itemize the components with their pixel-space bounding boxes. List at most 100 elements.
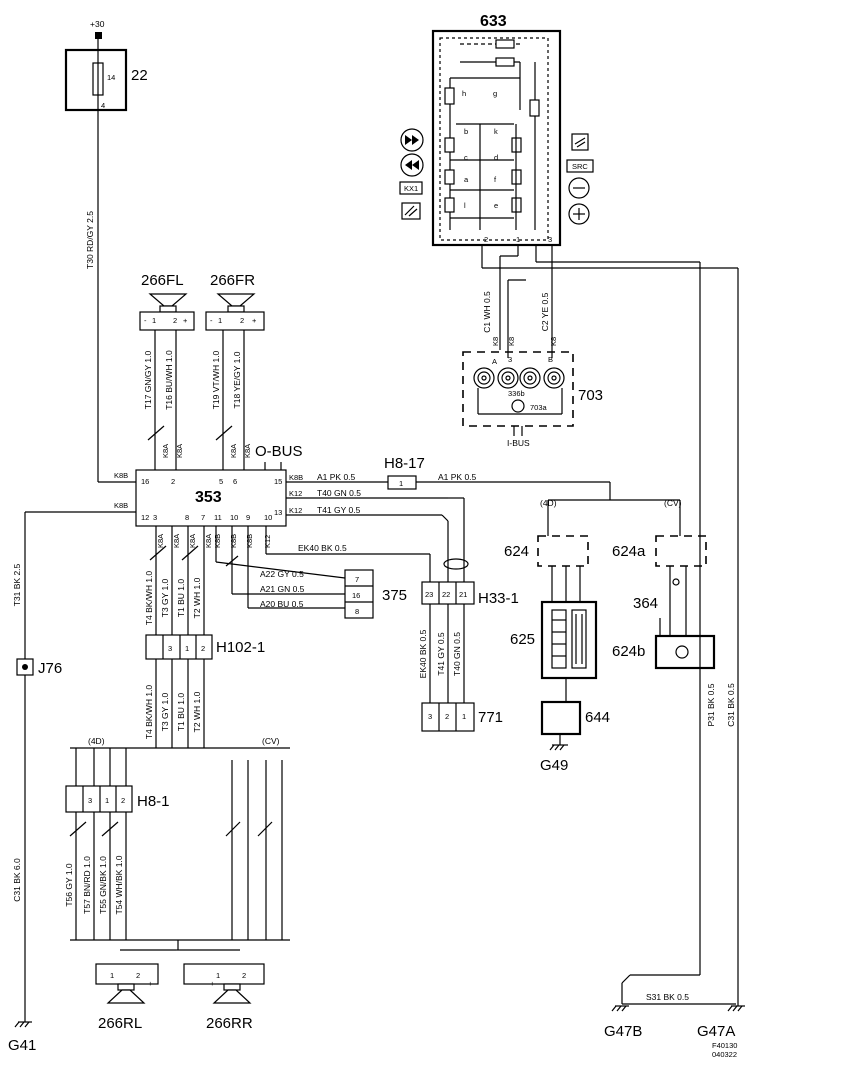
svg-text:-: - (144, 316, 147, 325)
svg-text:3: 3 (508, 355, 512, 364)
obus-label: O-BUS (255, 443, 303, 460)
svg-text:a: a (464, 175, 469, 184)
svg-text:K8B: K8B (289, 473, 303, 482)
ibus-label: I-BUS (507, 438, 530, 448)
svg-text:13: 13 (274, 508, 282, 517)
svg-text:K8A: K8A (204, 534, 213, 548)
svg-text:2: 2 (484, 235, 488, 244)
volume-up-icon (568, 203, 590, 225)
connector-h33-1-label: H33-1 (478, 590, 519, 607)
svg-text:b: b (464, 127, 468, 136)
speaker-266rl-label: 266RL (98, 1015, 142, 1032)
voice-icon (571, 133, 589, 151)
component-353 (135, 469, 287, 527)
component-624b (654, 634, 716, 670)
svg-text:K8A: K8A (229, 444, 238, 458)
wire-c2: C2 YE 0.5 (540, 292, 550, 331)
svg-text:+: + (183, 316, 188, 325)
svg-text:2: 2 (173, 316, 177, 325)
drawing-code: F40130 (712, 1041, 737, 1050)
wire-c31-right: C31 BK 0.5 (726, 683, 736, 727)
variant-4d-label: (4D) (88, 736, 105, 746)
svg-text:K8: K8 (507, 337, 516, 346)
component-375-label: 375 (382, 587, 407, 604)
svg-text:2: 2 (242, 971, 246, 980)
wire-a1: A1 PK 0.5 (317, 472, 356, 482)
wire-s31: S31 BK 0.5 (646, 992, 689, 1002)
svg-text:9: 9 (246, 513, 250, 522)
svg-text:1: 1 (516, 235, 520, 244)
svg-text:3: 3 (153, 513, 157, 522)
twisted-pair-marker (443, 558, 469, 570)
wire-t3-lower: T3 GY 1.0 (160, 692, 170, 731)
transistor-icon (511, 399, 525, 413)
svg-text:6: 6 (233, 477, 237, 486)
svg-text:+: + (252, 316, 257, 325)
svg-text:23: 23 (425, 590, 433, 599)
wire-t1-lower: T1 BU 1.0 (176, 693, 186, 732)
svg-text:K12: K12 (289, 489, 302, 498)
component-703a-label: 703a (530, 403, 548, 412)
svg-text:15: 15 (274, 477, 282, 486)
src-button (566, 159, 594, 173)
svg-text:K8A: K8A (243, 444, 252, 458)
wire-t41: T41 GY 0.5 (317, 505, 361, 515)
component-336b-label: 336b (508, 389, 525, 398)
svg-text:K8A: K8A (175, 444, 184, 458)
pin-k8b-top: K8B (114, 471, 128, 480)
svg-text:A: A (492, 357, 497, 366)
wire-t30: T30 RD/GY 2.5 (85, 211, 95, 269)
ground-symbol-g47a (727, 1005, 745, 1012)
wire-t55: T55 GN/BK 1.0 (98, 856, 108, 914)
component-703 (462, 351, 574, 427)
svg-text:K8A: K8A (161, 444, 170, 458)
wire-t2: T2 WH 1.0 (192, 577, 202, 618)
svg-text:-: - (100, 979, 103, 988)
svg-text:1: 1 (218, 316, 222, 325)
svg-text:21: 21 (459, 590, 467, 599)
svg-text:c: c (464, 153, 468, 162)
wire-t31: T31 BK 2.5 (12, 563, 22, 606)
svg-text:1: 1 (399, 479, 403, 488)
wire-t40-vertical: T40 GN 0.5 (452, 632, 462, 676)
svg-text:KX1: KX1 (404, 184, 418, 193)
ground-g47b-label: G47B (604, 1023, 642, 1040)
component-375 (344, 569, 374, 619)
fast-forward-icon (400, 128, 424, 152)
svg-text:16: 16 (352, 591, 360, 600)
kx1-button (399, 181, 423, 195)
component-624 (537, 535, 589, 567)
component-771-label: 771 (478, 709, 503, 726)
svg-text:3: 3 (428, 712, 432, 721)
speaker-266rr-icon (212, 983, 252, 1004)
variant-cv-label: (CV) (262, 736, 280, 746)
svg-text:d: d (494, 153, 498, 162)
svg-text:3: 3 (88, 796, 92, 805)
component-22-label: 22 (131, 67, 148, 84)
connector-h8-1-label: H8-1 (137, 793, 170, 810)
ground-g49-label: G49 (540, 757, 568, 774)
svg-text:g: g (493, 89, 497, 98)
wire-t4: T4 BK/WH 1.0 (144, 571, 154, 626)
svg-text:-: - (210, 316, 213, 325)
svg-text:10: 10 (230, 513, 238, 522)
wire-a1-right: A1 PK 0.5 (438, 472, 477, 482)
svg-text:2: 2 (171, 477, 175, 486)
component-703-label: 703 (578, 387, 603, 404)
svg-text:+: + (148, 979, 153, 988)
svg-text:1: 1 (152, 316, 156, 325)
phone-handset-icon (675, 645, 689, 659)
speaker-266fl-label: 266FL (141, 272, 184, 289)
svg-text:SRC: SRC (572, 162, 588, 171)
ground-g47a-label: G47A (697, 1023, 735, 1040)
svg-text:K8A: K8A (156, 534, 165, 548)
svg-text:K8B: K8B (245, 534, 254, 548)
wire-a22: A22 GY 0.5 (260, 569, 304, 579)
svg-text:1: 1 (105, 796, 109, 805)
wire-t19: T19 VT/WH 1.0 (211, 350, 221, 409)
speaker-266rl-icon (106, 983, 146, 1004)
component-624a-label: 624a (612, 543, 646, 560)
component-624b-label: 624b (612, 643, 645, 660)
ground-symbol-g41 (14, 1021, 32, 1028)
